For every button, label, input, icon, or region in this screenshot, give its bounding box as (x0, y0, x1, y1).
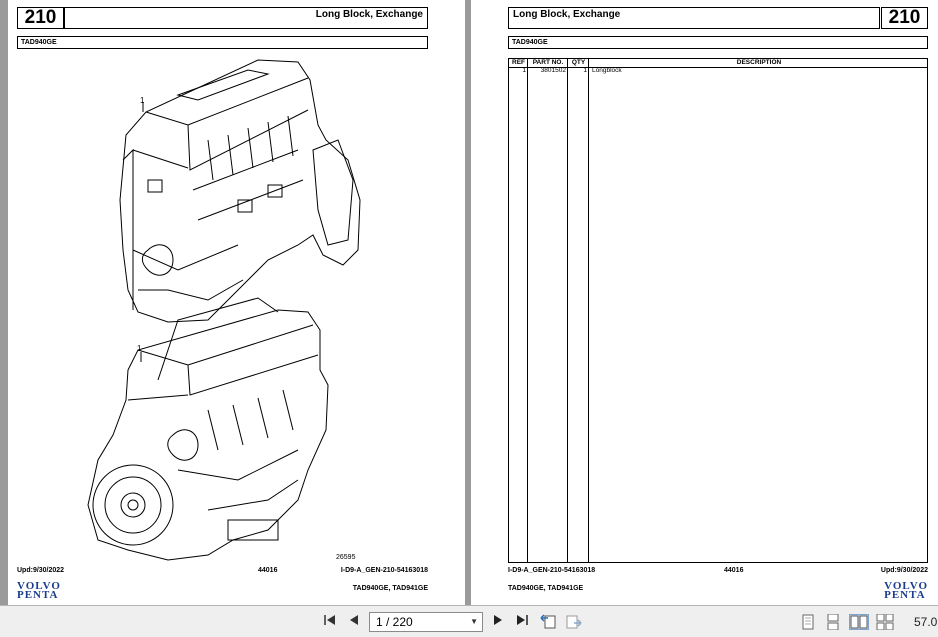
model-bar: TAD940GE (508, 36, 928, 49)
drawing-number: 26595 (336, 554, 356, 561)
page-number-box: 210 (17, 7, 64, 29)
callout-label: 1 (137, 344, 142, 353)
continuous-view-icon[interactable] (826, 613, 840, 631)
forward-view-icon[interactable] (564, 613, 584, 631)
last-page-icon[interactable] (513, 613, 531, 631)
footer-reference: I-D9-A_GEN-210-54163018 (340, 567, 428, 574)
header-part-no: PART NO. (532, 59, 564, 66)
header-description: DESCRIPTION (736, 59, 782, 66)
page-number-box: 210 (881, 7, 928, 29)
zoom-level[interactable]: 57.0 (914, 615, 938, 629)
cell-qty: 1 (583, 67, 587, 74)
column-qty (568, 59, 589, 562)
footer-code: 44016 (724, 567, 744, 574)
cell-part-no: 3801502 (540, 67, 566, 74)
header-ref: REF (512, 59, 525, 66)
footer-date: Upd:9/30/2022 (17, 567, 65, 574)
chevron-down-icon: ▼ (470, 617, 478, 626)
header-qty: QTY (571, 59, 586, 66)
continuous-facing-view-icon[interactable] (876, 613, 894, 631)
navigation-toolbar: 1 / 220 ▼ 57.0 (0, 605, 938, 637)
column-ref (509, 59, 528, 562)
page-title: Long Block, Exchange (508, 7, 880, 29)
engine-drawing (87, 59, 361, 561)
next-page-icon[interactable] (490, 613, 506, 631)
parts-table: REF PART NO. QTY DESCRIPTION 1 3801502 1… (508, 58, 928, 563)
page-number-field[interactable]: 1 / 220 ▼ (369, 612, 483, 632)
first-page-icon[interactable] (321, 613, 339, 631)
footer-models: TAD940GE, TAD941GE (508, 585, 584, 592)
callout-label: 1 (140, 96, 145, 105)
volvo-penta-logo: VOLVO PENTA (17, 580, 61, 601)
column-part-no (528, 59, 568, 562)
volvo-penta-logo: VOLVO PENTA (884, 580, 928, 601)
cell-ref: 1 (522, 67, 526, 74)
cell-description: Longblock (592, 67, 622, 74)
footer-reference: I-D9-A_GEN-210-54163018 (508, 567, 596, 574)
page-right: Long Block, Exchange 210 TAD940GE REF PA… (471, 0, 938, 605)
model-bar: TAD940GE (17, 36, 428, 49)
page-title: Long Block, Exchange (64, 7, 428, 29)
page-left: 210 Long Block, Exchange TAD940GE (8, 0, 465, 605)
footer-models: TAD940GE, TAD941GE (352, 585, 428, 592)
single-page-view-icon[interactable] (801, 614, 815, 630)
facing-view-icon[interactable] (849, 614, 869, 630)
back-view-icon[interactable] (538, 613, 558, 631)
previous-page-icon[interactable] (345, 613, 363, 631)
document-viewer[interactable]: 210 Long Block, Exchange TAD940GE (0, 0, 938, 605)
footer-code: 44016 (258, 567, 278, 574)
footer-date: Upd:9/30/2022 (880, 567, 928, 574)
